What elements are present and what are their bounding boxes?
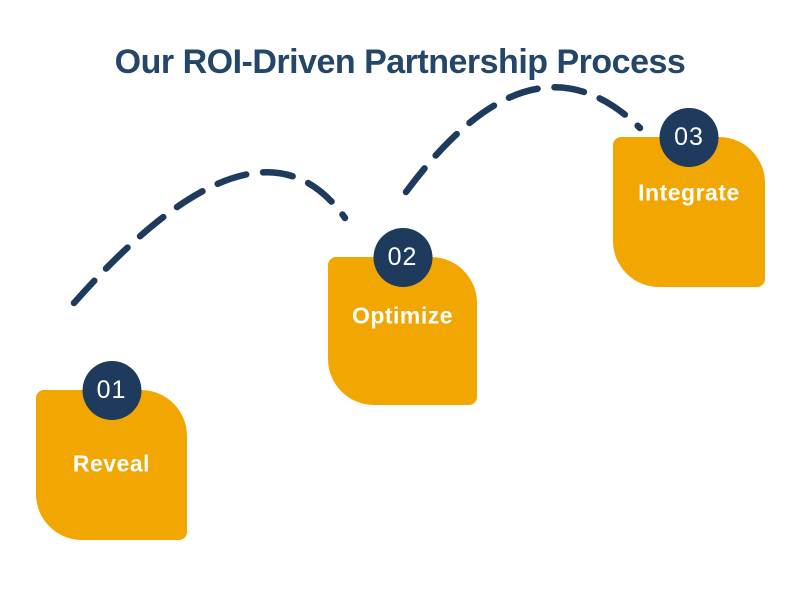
step-number-badge: 02: [373, 228, 432, 287]
step-label: Reveal: [72, 450, 151, 476]
step-label: Integrate: [638, 179, 740, 205]
page-title: Our ROI-Driven Partnership Process: [114, 42, 686, 81]
step-number: 02: [387, 243, 418, 271]
step-card-optimize: 02 Optimize: [328, 228, 477, 405]
connector-arc-2-icon: [402, 84, 644, 196]
step-label: Optimize: [351, 302, 454, 329]
step-number-badge: 03: [659, 108, 719, 167]
step-number: 03: [674, 123, 704, 151]
step-number: 01: [96, 376, 127, 404]
step-card-integrate: 03 Integrate: [613, 108, 765, 287]
step-number-badge: 01: [82, 361, 141, 420]
connector-arc-1-icon: [70, 169, 349, 307]
step-card-reveal: 01 Reveal: [36, 361, 187, 540]
